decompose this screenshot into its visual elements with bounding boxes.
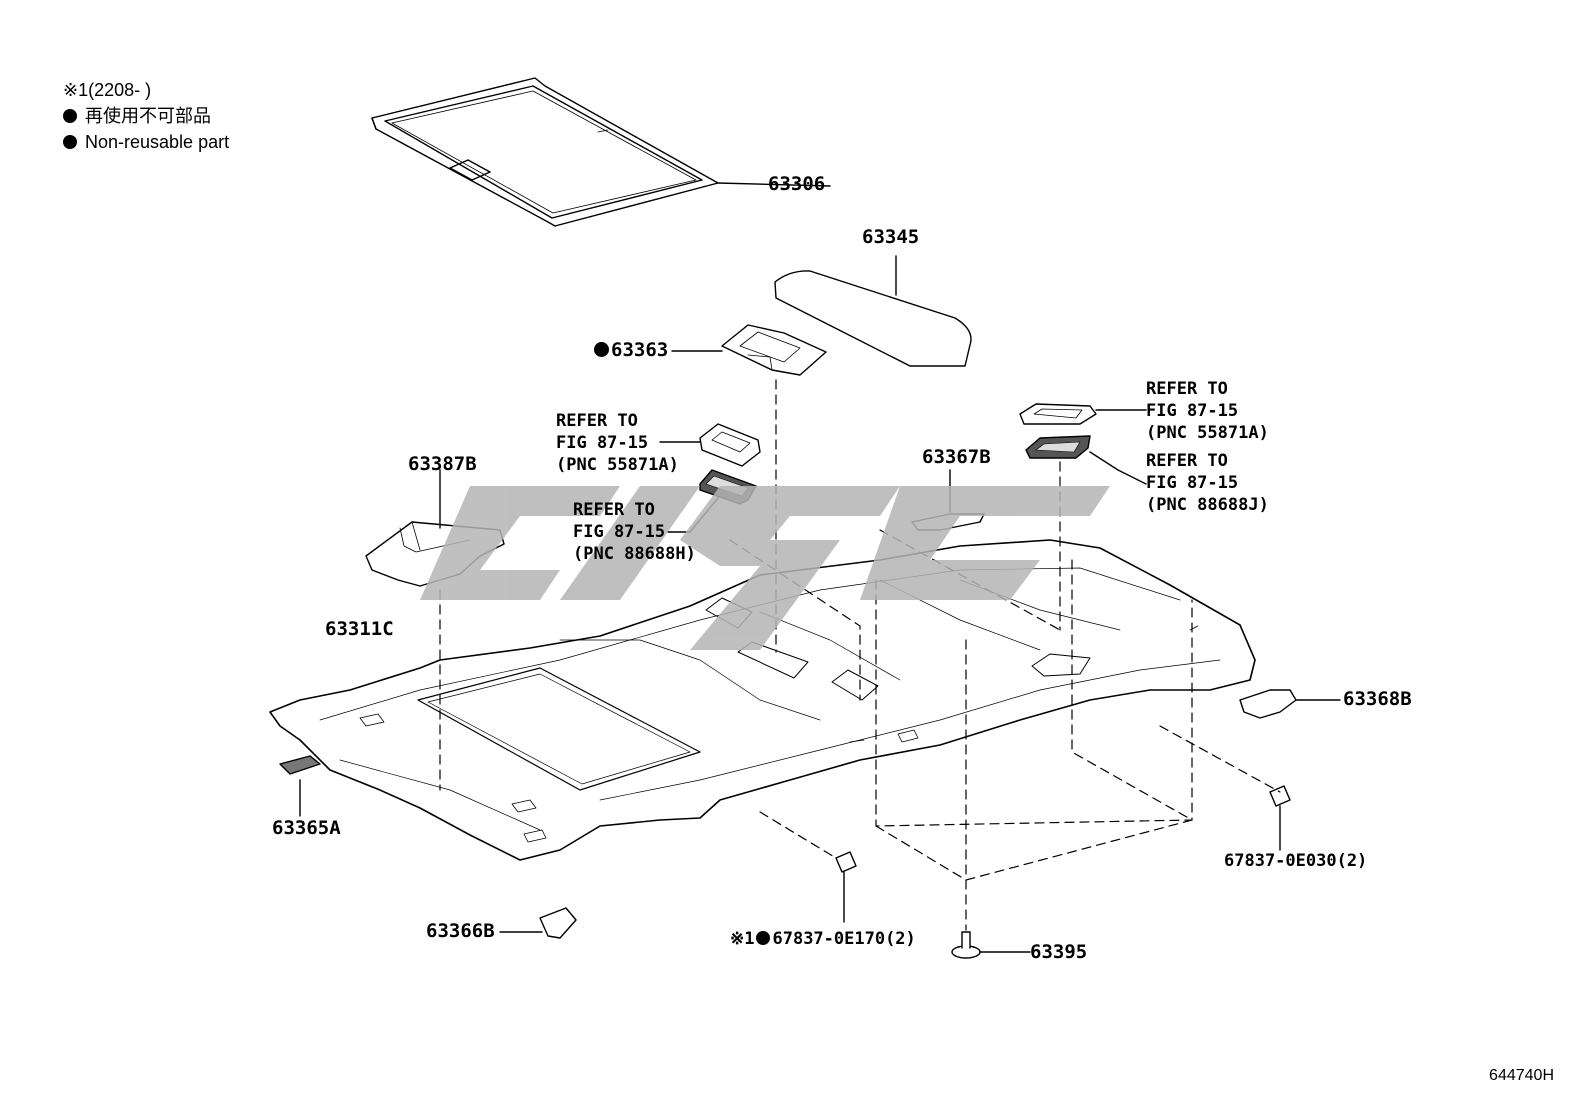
legend-en: Non-reusable part — [63, 129, 229, 155]
label-63366B[interactable]: 63366B — [426, 920, 495, 942]
note-text: (2208- ) — [88, 80, 152, 100]
label-67837-0E170[interactable]: ※1 67837-0E170(2) — [730, 929, 916, 949]
headliner-panel — [269, 539, 1256, 861]
refer-left-88688H[interactable]: REFER TO FIG 87-15 (PNC 88688H) — [573, 500, 696, 564]
note-prefix-ref: ※1 — [730, 929, 755, 949]
filled-circle-icon — [594, 342, 609, 357]
bracket-63363 — [671, 324, 827, 376]
label-67837-0E030[interactable]: 67837-0E030(2) — [1224, 851, 1368, 871]
pad-63345 — [774, 255, 972, 367]
clip-63365A — [279, 755, 321, 817]
lamp-housing-right — [1019, 403, 1147, 425]
watermark-logo — [420, 486, 1110, 650]
label-63365A[interactable]: 63365A — [272, 817, 341, 839]
figure-id: 644740H — [1489, 1067, 1554, 1084]
filled-circle-icon — [756, 931, 771, 945]
refer-right-88688J[interactable]: REFER TO FIG 87-15 (PNC 88688J) — [1146, 451, 1269, 515]
refer-right-55871A[interactable]: REFER TO FIG 87-15 (PNC 55871A) — [1146, 379, 1269, 443]
sunshade-panel — [371, 77, 831, 227]
legend-note: ※1(2208- ) — [63, 77, 229, 103]
label-63395[interactable]: 63395 — [1030, 941, 1088, 963]
label-63363[interactable]: 63363 — [594, 339, 668, 361]
label-63311C[interactable]: 63311C — [325, 618, 394, 640]
label-63368B[interactable]: 63368B — [1343, 688, 1412, 710]
legend-en-text: Non-reusable part — [85, 132, 230, 152]
refer-left-55871A[interactable]: REFER TO FIG 87-15 (PNC 55871A) — [556, 411, 679, 475]
filled-circle-icon — [63, 135, 77, 149]
lamp-housing-left — [659, 423, 761, 467]
legend: ※1(2208- ) 再使用不可部品 Non-reusable part — [63, 77, 229, 155]
note-prefix: ※1 — [63, 80, 89, 100]
screw-63395 — [951, 931, 1031, 959]
legend-jp: 再使用不可部品 — [63, 103, 229, 129]
label-63387B[interactable]: 63387B — [408, 453, 477, 475]
filled-circle-icon — [63, 109, 77, 123]
clip-67837-0E170 — [835, 851, 857, 923]
clip-67837-0E030 — [1269, 785, 1291, 851]
label-63306[interactable]: 63306 — [768, 173, 826, 195]
label-63345[interactable]: 63345 — [862, 226, 920, 248]
label-63367B[interactable]: 63367B — [922, 446, 991, 468]
legend-jp-text: 再使用不可部品 — [85, 106, 211, 126]
label-63363-text: 63363 — [611, 339, 669, 361]
lamp-right — [1025, 435, 1147, 485]
clip-63366B — [499, 907, 577, 939]
label-67837-0E170-text: 67837-0E170(2) — [772, 929, 916, 949]
bracket-63368B — [1239, 689, 1341, 719]
